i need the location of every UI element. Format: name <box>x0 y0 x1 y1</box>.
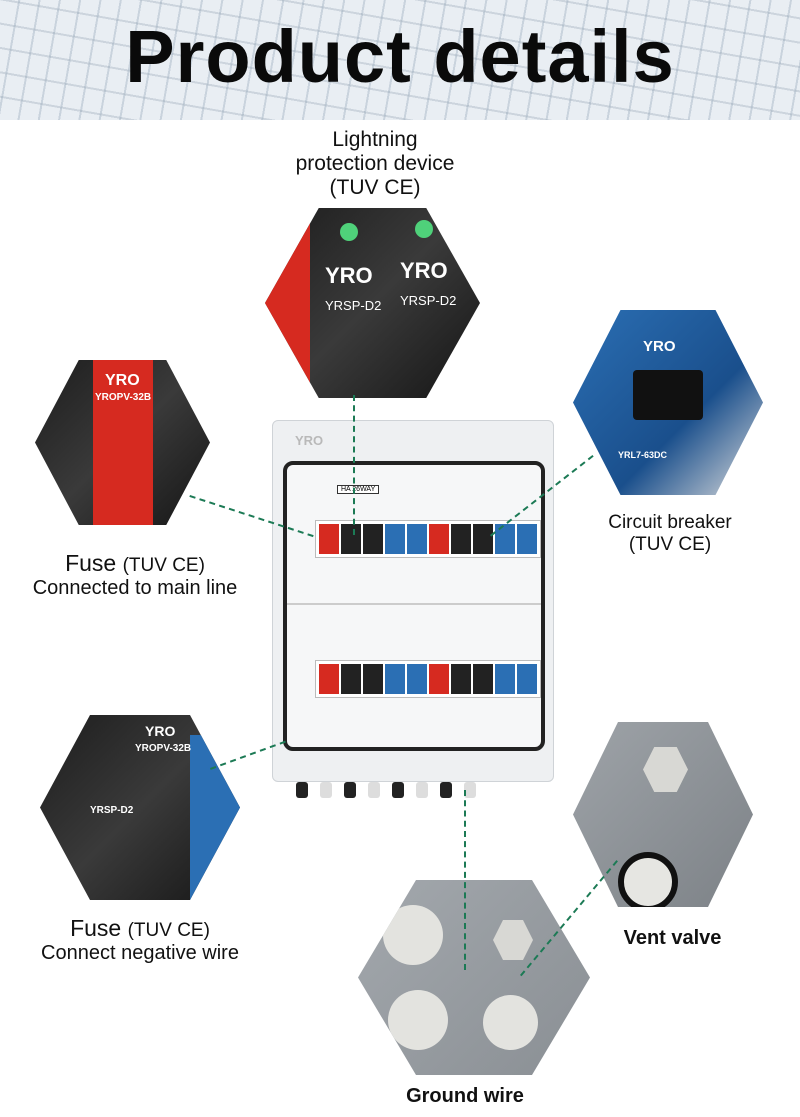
fuse-neg-name: Fuse <box>70 915 122 941</box>
lightning-line1: Lightning <box>332 128 418 151</box>
cabinet-window: HA 26WAY <box>283 461 545 751</box>
surge-device-photo: YRO YRSP-D2 YRO YRSP-D2 <box>265 208 480 398</box>
header-banner <box>0 0 800 120</box>
lightning-label: Lightning protection device (TUV CE) <box>250 128 500 200</box>
combiner-box: YRO HA 26WAY <box>272 420 554 782</box>
fuse-main-brand: YRO <box>105 372 140 389</box>
fuse-negative-photo: YRO YROPV-32B YRSP-D2 <box>40 715 240 900</box>
fuse-main-name: Fuse <box>65 550 117 576</box>
leader-line-lightning <box>353 395 355 535</box>
fuse-main-desc: Connected to main line <box>32 576 238 599</box>
page-title: Product details <box>125 15 675 98</box>
leader-line-ground <box>464 790 466 970</box>
fuse-neg-model: YROPV-32B <box>135 743 192 754</box>
breaker-brand: YRO <box>643 338 676 355</box>
fuse-neg-brand: YRO <box>145 723 176 739</box>
din-rail-bottom <box>315 660 541 698</box>
breaker-line1: Circuit breaker <box>608 512 732 533</box>
fuse-neg-desc: Connect negative wire <box>41 941 239 964</box>
ground-wire-photo <box>358 880 590 1075</box>
lightning-line3: (TUV CE) <box>329 176 421 200</box>
fuse-neg-cert: (TUV CE) <box>127 920 210 941</box>
breaker-model: YRL7-63DC <box>618 450 668 460</box>
surge-model: YRSP-D2 <box>325 298 382 313</box>
fuse-neg-spd: YRSP-D2 <box>90 805 134 816</box>
surge-model-2: YRSP-D2 <box>400 293 457 308</box>
fuse-main-cert: (TUV CE) <box>122 555 205 576</box>
ground-wire-label: Ground wire <box>406 1085 524 1107</box>
circuit-breaker-photo: YRO YRL7-63DC <box>573 310 763 495</box>
fuse-main-label: Fuse (TUV CE) Connected to main line <box>0 550 270 600</box>
surge-brand: YRO <box>325 263 373 288</box>
breaker-label: Circuit breaker (TUV CE) <box>580 512 760 556</box>
vent-valve-label: Vent valve <box>623 927 722 949</box>
rail-label: HA 26WAY <box>337 485 380 494</box>
din-rail-top <box>315 520 541 558</box>
fuse-negative-label: Fuse (TUV CE) Connect negative wire <box>0 915 280 965</box>
lightning-line2: protection device <box>295 152 455 176</box>
cabinet-brand: YRO <box>295 433 324 448</box>
fuse-main-photo: YRO YROPV-32B <box>35 360 210 525</box>
fuse-main-model: YROPV-32B <box>95 392 152 403</box>
surge-brand-2: YRO <box>400 258 448 283</box>
breaker-line2: (TUV CE) <box>628 533 712 555</box>
